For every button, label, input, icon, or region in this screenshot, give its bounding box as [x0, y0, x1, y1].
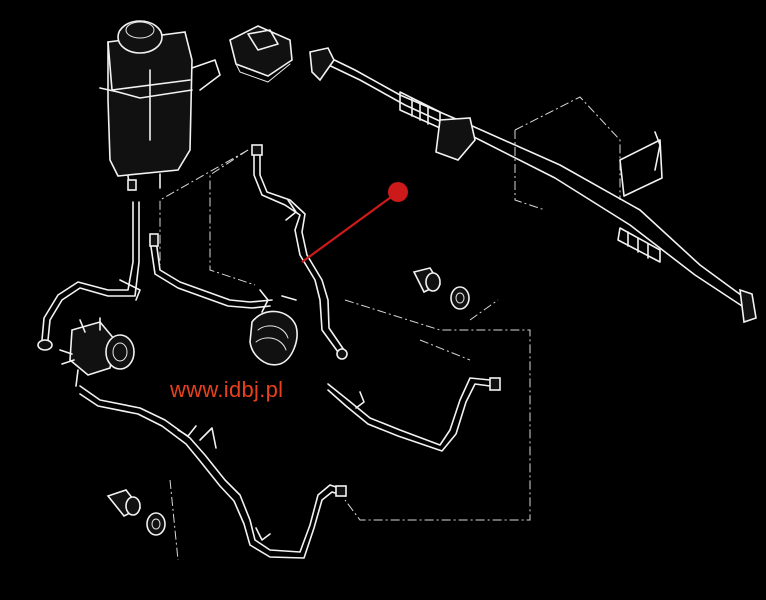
callout-marker: [301, 182, 408, 263]
leader-lines: [159, 96, 621, 561]
fluid-reservoir: [99, 20, 221, 191]
watermark-text: www.idbj.pl: [170, 377, 284, 402]
banjo-bolt-bottom: [106, 489, 142, 518]
sealing-washer-bottom: [146, 512, 166, 536]
return-hose: [37, 201, 141, 351]
steering-rack: [309, 47, 757, 324]
pressure-hose: [149, 233, 298, 366]
pulley: [105, 334, 135, 370]
power-steering-pump: [59, 317, 135, 387]
banjo-bolt-top: [412, 267, 442, 294]
cooler-line: [251, 144, 348, 360]
sealing-washer-top: [450, 286, 470, 310]
lower-hose: [79, 385, 347, 559]
reservoir-cap: [229, 25, 293, 83]
pressure-line-right: [327, 377, 501, 452]
